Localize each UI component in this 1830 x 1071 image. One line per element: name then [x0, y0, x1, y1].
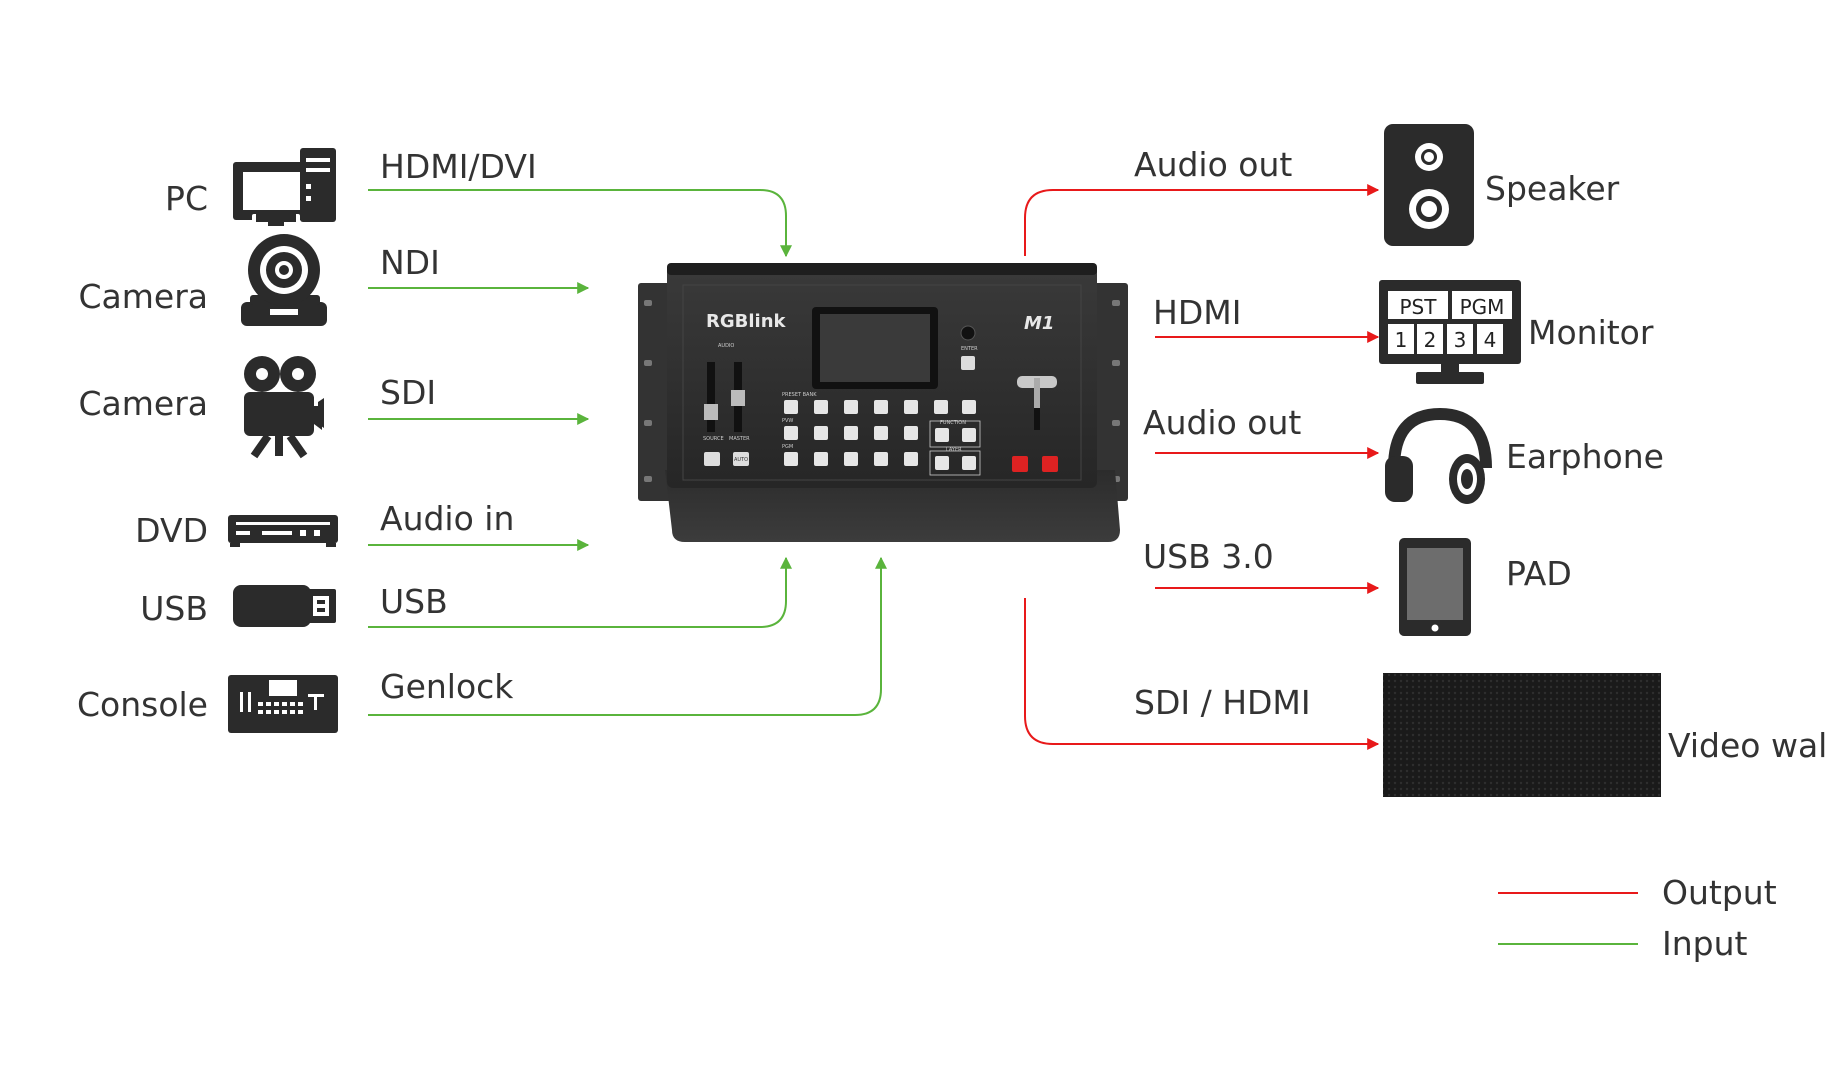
rgblink-m1-switcher: RGBlink M1 ENTER AUDIO SOURCE MASTER AUT… [638, 263, 1128, 542]
output-signal-hdmi: HDMI [1153, 293, 1242, 332]
output-device-earphone: Earphone [1506, 437, 1664, 476]
tablet-icon [1399, 538, 1471, 636]
panel-preset-bank-label: PRESET BANK [782, 392, 817, 398]
line-hdmi-dvi [368, 189, 792, 258]
output-signal-usb3: USB 3.0 [1143, 537, 1274, 576]
output-device-speaker: Speaker [1485, 169, 1620, 208]
console-icon [228, 675, 338, 733]
output-connection-lines [1024, 184, 1380, 750]
pc-icon [233, 148, 336, 226]
output-device-pad: PAD [1506, 554, 1572, 593]
speaker-icon [1384, 124, 1474, 246]
movie-camera-icon [244, 356, 324, 459]
output-device-video-wall: Video wall [1668, 726, 1830, 765]
output-device-monitor: Monitor [1528, 313, 1654, 352]
panel-source-label: SOURCE [703, 436, 724, 442]
line-audio-out-speaker [1024, 184, 1380, 256]
line-genlock [368, 556, 887, 716]
monitor-label-2: 2 [1424, 328, 1437, 352]
output-signal-audio-out-earphone: Audio out [1143, 403, 1302, 442]
input-signal-audio-in: Audio in [380, 499, 515, 538]
monitor-label-pst: PST [1400, 295, 1438, 319]
panel-layer-label: LAYER [946, 447, 962, 453]
ptz-camera-icon [241, 234, 327, 326]
output-signal-sdi-hdmi: SDI / HDMI [1134, 683, 1311, 722]
legend [1498, 892, 1638, 945]
input-device-camera-ndi: Camera [78, 277, 208, 316]
output-signal-audio-out-speaker: Audio out [1134, 145, 1293, 184]
dvd-player-icon [228, 515, 338, 547]
panel-enter-label: ENTER [961, 346, 978, 352]
monitor-label-4: 4 [1484, 328, 1497, 352]
input-device-pc: PC [165, 179, 208, 218]
input-signal-hdmi-dvi: HDMI/DVI [380, 147, 537, 186]
input-connection-lines [368, 189, 887, 716]
input-device-camera-sdi: Camera [78, 384, 208, 423]
legend-output-label: Output [1662, 873, 1777, 912]
legend-input-label: Input [1662, 924, 1748, 963]
usb-drive-icon [233, 585, 336, 627]
line-usb [368, 556, 792, 628]
monitor-label-3: 3 [1454, 328, 1467, 352]
panel-pgm-label: PGM [782, 444, 793, 450]
panel-pvw-label: PVW [782, 418, 793, 424]
headphones-icon [1385, 407, 1492, 504]
input-signal-sdi: SDI [380, 373, 437, 412]
panel-function-label: FUNCTION [940, 420, 966, 426]
input-signal-usb: USB [380, 582, 448, 621]
panel-master-label: MASTER [729, 436, 750, 442]
device-brand: RGBlink [706, 311, 787, 332]
input-signal-genlock: Genlock [380, 667, 514, 706]
panel-auto-label: AUTO [734, 457, 748, 463]
video-wall-icon [1383, 673, 1661, 797]
input-device-usb: USB [140, 589, 208, 628]
monitor-label-pgm: PGM [1460, 295, 1505, 319]
input-signal-ndi: NDI [380, 243, 440, 282]
device-model: M1 [1024, 313, 1054, 334]
monitor-label-1: 1 [1395, 328, 1408, 352]
monitor-icon: PST PGM 1 2 3 4 [1379, 280, 1521, 384]
input-device-console: Console [76, 685, 208, 724]
line-sdi-hdmi-wall [1024, 598, 1380, 750]
input-device-dvd: DVD [135, 511, 208, 550]
panel-audio-label: AUDIO [718, 343, 734, 349]
